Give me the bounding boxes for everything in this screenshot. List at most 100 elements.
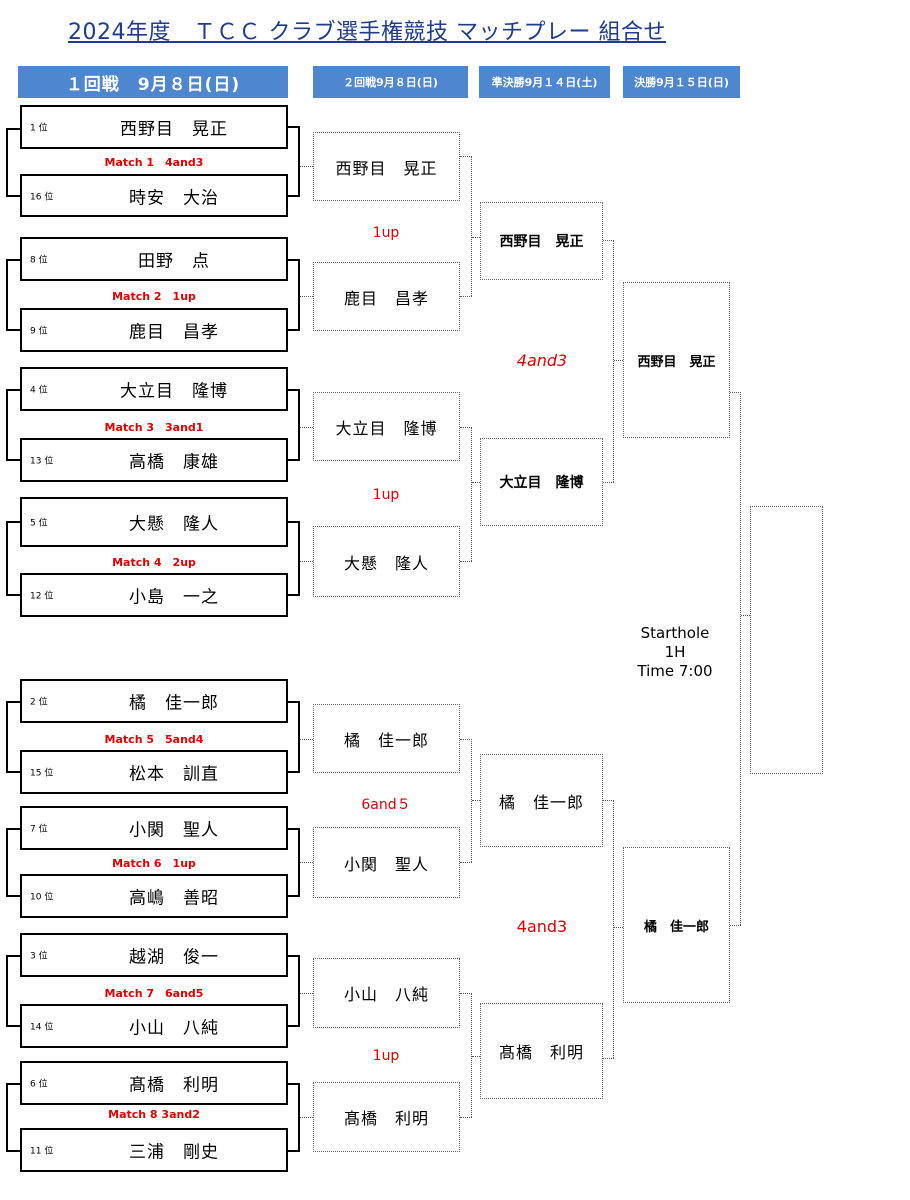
bracket-line bbox=[298, 828, 300, 897]
player-name: 小関 聖人 bbox=[129, 820, 219, 841]
round2-winner: 小関 聖人 bbox=[313, 827, 460, 898]
semifinal-score: 4and3 bbox=[516, 351, 568, 370]
bracket-line bbox=[6, 521, 20, 523]
seed-label: 16 位 bbox=[30, 192, 54, 202]
bracket-line bbox=[741, 615, 750, 616]
semifinal-winner: 橘 佳一郎 bbox=[480, 754, 603, 847]
header-semifinal: 準決勝9月１４日(土) bbox=[479, 66, 610, 98]
bracket-line bbox=[472, 237, 480, 238]
header-round1: １回戦 9月８日(日) bbox=[18, 66, 288, 98]
seed-label: 8 位 bbox=[30, 255, 48, 266]
player-box: 7 位小関 聖人 bbox=[20, 806, 288, 850]
bracket-line bbox=[288, 1150, 300, 1152]
bracket-line bbox=[6, 955, 8, 1027]
seed-label: 4 位 bbox=[30, 385, 48, 396]
bracket-line bbox=[298, 389, 300, 461]
player-box: 3 位越湖 俊一 bbox=[20, 933, 288, 977]
player-box: 4 位 大立目 隆博 bbox=[20, 367, 288, 411]
round2-winner: 小山 八純 bbox=[313, 958, 460, 1028]
seed-label: 5 位 bbox=[30, 518, 48, 529]
player-box: 14 位小山 八純 bbox=[20, 1004, 288, 1048]
player-box: 15 位松本 訓直 bbox=[20, 750, 288, 794]
bracket-line bbox=[300, 1117, 313, 1118]
seed-label: 14 位 bbox=[30, 1022, 54, 1033]
bracket-line bbox=[603, 1058, 614, 1059]
round2-winner: 髙橋 利明 bbox=[313, 1082, 460, 1152]
bracket-line bbox=[6, 828, 8, 897]
bracket-line bbox=[288, 195, 300, 197]
player-box: 11 位 三浦 剛史 bbox=[20, 1128, 288, 1172]
bracket-line bbox=[6, 259, 20, 261]
header-final: 決勝9月１５日(日) bbox=[623, 66, 740, 98]
bracket-line bbox=[300, 166, 313, 167]
seed-label: 13 位 bbox=[30, 456, 54, 467]
seed-label: 6 位 bbox=[30, 1079, 48, 1090]
bracket-line bbox=[472, 1056, 480, 1057]
bracket-line bbox=[460, 561, 472, 562]
bracket-line bbox=[288, 521, 300, 523]
player-name: 鹿目 昌孝 bbox=[129, 322, 219, 343]
bracket-line bbox=[730, 392, 741, 393]
bracket-line bbox=[614, 360, 623, 361]
player-name: 高橋 康雄 bbox=[129, 452, 219, 473]
bracket-line bbox=[471, 993, 472, 1117]
semifinal-score: 4and3 bbox=[516, 917, 568, 936]
bracket-line bbox=[460, 739, 472, 740]
bracket-line bbox=[6, 128, 8, 197]
player-name: 橘 佳一郎 bbox=[129, 693, 219, 714]
bracket-line bbox=[288, 1083, 300, 1085]
bracket-line bbox=[613, 240, 614, 482]
player-box: 10 位高嶋 善昭 bbox=[20, 874, 288, 918]
player-name: 大立目 隆博 bbox=[120, 381, 228, 402]
player-box: 16 位時安 大治 bbox=[20, 174, 288, 217]
player-box: 13 位 高橋 康雄 bbox=[20, 438, 288, 482]
round2-winner: 大懸 隆人 bbox=[313, 526, 460, 597]
start-hole-number: 1H bbox=[664, 643, 686, 661]
match-result: Match 2 1up bbox=[112, 290, 196, 303]
bracket-line bbox=[300, 993, 313, 994]
match-result: Match 3 3and1 bbox=[104, 421, 204, 434]
seed-label: 15 位 bbox=[30, 768, 54, 779]
bracket-line bbox=[6, 329, 20, 331]
final-winner: 西野目 晃正 bbox=[623, 282, 730, 438]
bracket-line bbox=[300, 739, 313, 740]
bracket-line bbox=[288, 459, 300, 461]
round2-winner: 西野目 晃正 bbox=[313, 132, 460, 201]
bracket-line bbox=[6, 594, 20, 596]
bracket-line bbox=[300, 862, 313, 863]
bracket-line bbox=[603, 800, 614, 801]
bracket-line bbox=[288, 771, 300, 773]
start-info: Starthole 1H Time 7:00 bbox=[610, 624, 740, 681]
seed-label: 11 位 bbox=[30, 1146, 54, 1157]
bracket-line bbox=[6, 895, 20, 897]
bracket-line bbox=[298, 126, 300, 197]
bracket-line bbox=[6, 701, 20, 703]
round2-score: 1up bbox=[372, 1048, 400, 1064]
bracket-line bbox=[460, 1117, 472, 1118]
bracket-line bbox=[6, 1083, 20, 1085]
bracket-line bbox=[6, 955, 20, 957]
round2-winner: 橘 佳一郎 bbox=[313, 704, 460, 773]
player-name: 三浦 剛史 bbox=[129, 1142, 219, 1163]
bracket-line bbox=[471, 427, 472, 561]
player-name: 田野 点 bbox=[138, 251, 210, 272]
player-name: 大懸 隆人 bbox=[129, 514, 219, 535]
seed-label: 12 位 bbox=[30, 591, 54, 602]
player-name: 髙橋 利明 bbox=[129, 1075, 219, 1096]
bracket-line bbox=[6, 828, 20, 830]
bracket-line bbox=[298, 259, 300, 331]
round2-score: 1up bbox=[372, 487, 400, 503]
player-box: 1 位西野目 晃正 bbox=[20, 105, 288, 149]
player-name: 小島 一之 bbox=[129, 587, 219, 608]
bracket-line bbox=[6, 389, 8, 461]
player-name: 越湖 俊一 bbox=[129, 947, 219, 968]
player-box: 8 位 田野 点 bbox=[20, 237, 288, 281]
bracket-line bbox=[460, 427, 472, 428]
player-name: 西野目 晃正 bbox=[120, 119, 228, 140]
match-result: Match 4 2up bbox=[112, 556, 196, 569]
bracket-line bbox=[460, 296, 472, 297]
seed-label: 10 位 bbox=[30, 892, 54, 903]
start-hole: Starthole bbox=[640, 624, 710, 642]
player-box: 2 位橘 佳一郎 bbox=[20, 679, 288, 723]
bracket-line bbox=[472, 482, 480, 483]
